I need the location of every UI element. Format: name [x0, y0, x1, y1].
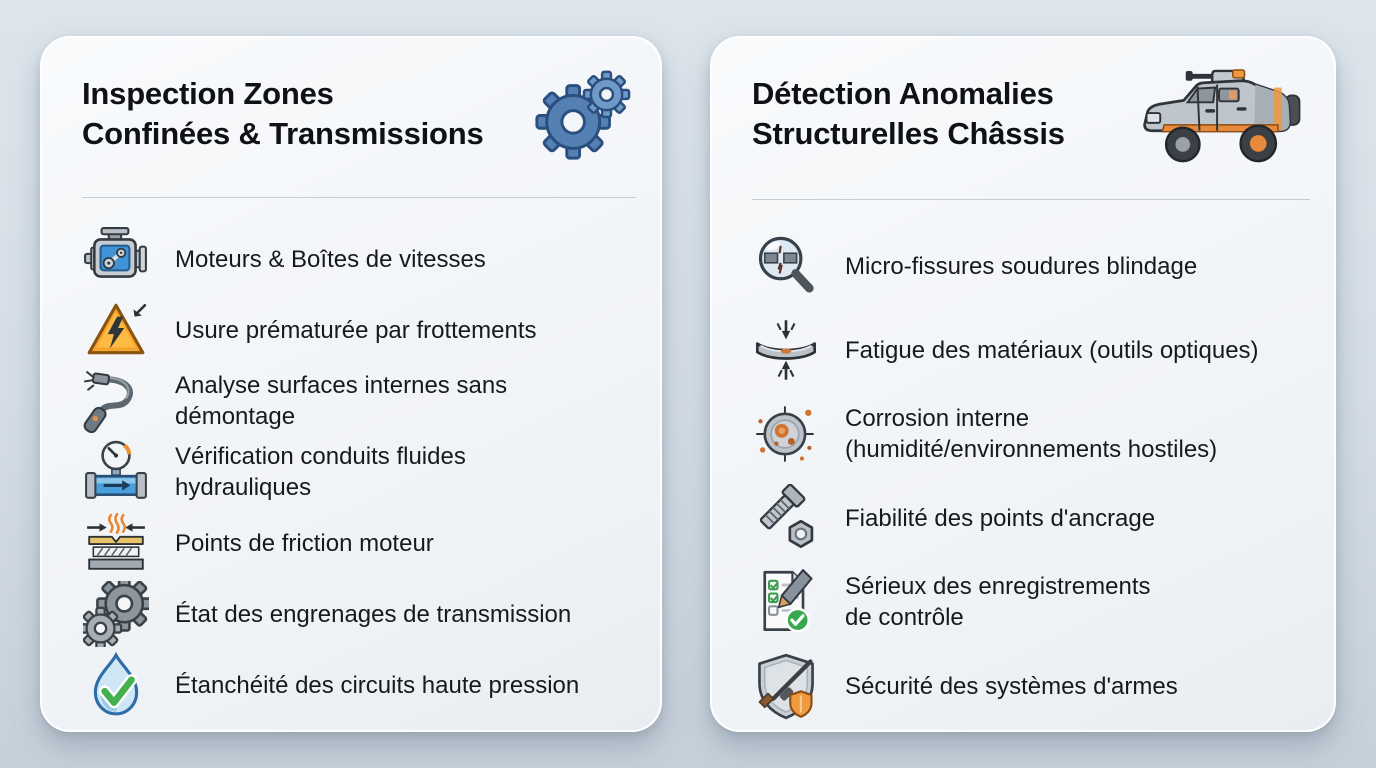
card-header: Détection Anomalies Structurelles Châssi…: [752, 68, 1312, 171]
inspection-items-list: Moteurs & Boîtes de vitesses Usure préma…: [82, 226, 638, 718]
warning-triangle-icon: [82, 297, 150, 363]
item-label: Fatigue des matériaux (outils optiques): [845, 336, 1259, 364]
bolt-nut-icon: [752, 484, 820, 552]
item-label: Moteurs & Boîtes de vitesses: [175, 245, 486, 273]
friction-heat-icon: [82, 513, 150, 573]
item-label: Sécurité des systèmes d'armes: [845, 672, 1178, 700]
material-fatigue-icon: [752, 316, 820, 384]
list-item: Fatigue des matériaux (outils optiques): [752, 316, 1312, 384]
item-label: Usure prématurée par frottements: [175, 316, 537, 344]
anomaly-items-list: Micro-fissures soudures blindage: [752, 232, 1312, 720]
borescope-icon: [82, 368, 150, 434]
page-title: Inspection Zones Confinées & Transmissio…: [82, 76, 484, 151]
divider: [752, 199, 1310, 200]
item-label: Étanchéité des circuits haute pression: [175, 671, 580, 699]
list-item: Vérification conduits fluides hydrauliqu…: [82, 439, 638, 505]
list-item: Étanchéité des circuits haute pression: [82, 652, 638, 718]
item-label: Corrosion interne (humidité/environnemen…: [845, 405, 1218, 463]
armored-vehicle-icon: [1138, 68, 1306, 171]
engine-icon: [82, 226, 150, 292]
list-item: Corrosion interne (humidité/environnemen…: [752, 400, 1312, 468]
shield-weapon-icon: [752, 652, 820, 720]
item-label: Sérieux des enregistrements de contrôle: [845, 573, 1151, 631]
droplet-check-icon: [82, 652, 150, 718]
transmission-gears-icon: [82, 581, 150, 647]
list-item: Micro-fissures soudures blindage: [752, 232, 1312, 300]
list-item: Analyse surfaces internes sans démontage: [82, 368, 638, 434]
item-label: Vérification conduits fluides hydrauliqu…: [175, 443, 466, 501]
list-item: Sécurité des systèmes d'armes: [752, 652, 1312, 720]
item-label: Micro-fissures soudures blindage: [845, 252, 1198, 280]
list-item: Usure prématurée par frottements: [82, 297, 638, 363]
list-item: État des engrenages de transmission: [82, 581, 638, 647]
item-label: Analyse surfaces internes sans démontage: [175, 372, 508, 430]
list-item: Moteurs & Boîtes de vitesses: [82, 226, 638, 292]
divider: [82, 197, 636, 198]
list-item: Fiabilité des points d'ancrage: [752, 484, 1312, 552]
pressure-gauge-icon: [82, 439, 150, 505]
card-header: Inspection Zones Confinées & Transmissio…: [82, 68, 638, 169]
list-item: Sérieux des enregistrements de contrôle: [752, 568, 1312, 636]
gears-icon: [532, 68, 632, 169]
magnifier-crack-icon: [752, 232, 820, 300]
checklist-pen-icon: [752, 568, 820, 636]
card-anomaly-detection: Détection Anomalies Structurelles Châssi…: [710, 36, 1336, 732]
item-label: Fiabilité des points d'ancrage: [845, 504, 1156, 532]
corrosion-icon: [752, 400, 820, 468]
page-title: Détection Anomalies Structurelles Châssi…: [752, 76, 1065, 151]
card-inspection-zones: Inspection Zones Confinées & Transmissio…: [40, 36, 662, 732]
item-label: État des engrenages de transmission: [175, 600, 572, 628]
item-label: Points de friction moteur: [175, 529, 434, 557]
list-item: Points de friction moteur: [82, 510, 638, 576]
